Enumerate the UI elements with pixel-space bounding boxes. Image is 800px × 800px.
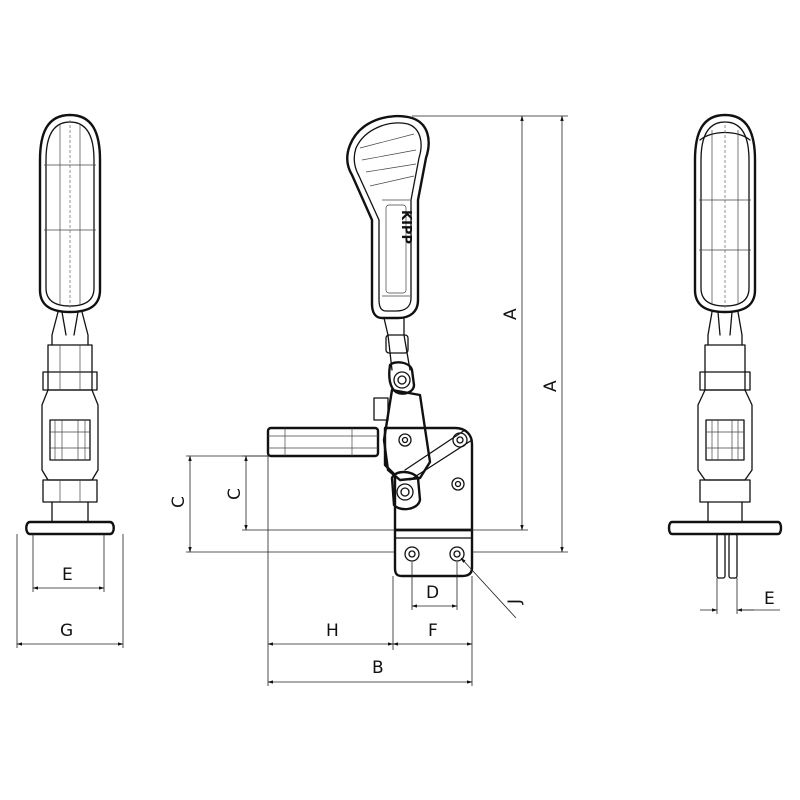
brand-text: KIPP (398, 210, 413, 244)
dim-label-c-inner: C (225, 488, 245, 500)
dim-label-d: D (426, 583, 439, 603)
left-side-view: E G (16, 113, 124, 648)
dim-label-e-left: E (62, 565, 73, 585)
dim-label-b: B (372, 658, 384, 678)
dim-label-c-outer: C (169, 496, 189, 508)
brand-logo: KIPP (398, 210, 413, 244)
center-side-view: KIPP (169, 114, 568, 686)
dim-label-g: G (60, 621, 73, 641)
dim-label-e-right: E (764, 589, 775, 609)
dim-label-f: F (428, 621, 438, 641)
dim-label-a-inner: A (501, 308, 521, 320)
right-side-view: E (667, 113, 783, 614)
dim-label-h: H (326, 621, 339, 641)
dim-label-a-outer: A (541, 380, 561, 392)
dim-label-j: J (505, 599, 525, 605)
